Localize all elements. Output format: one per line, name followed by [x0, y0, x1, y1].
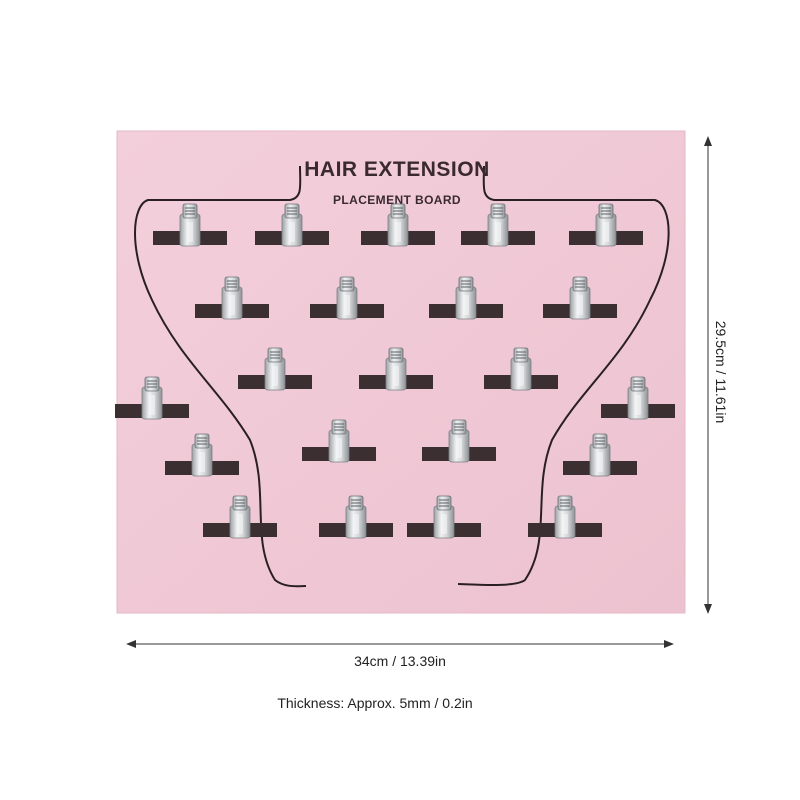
metal-clip-icon [328, 419, 350, 463]
metal-clip-icon [345, 495, 367, 539]
metal-clip-icon [387, 203, 409, 247]
height-dimension-label: 29.5cm / 11.61in [713, 320, 729, 424]
metal-clip-icon [385, 347, 407, 391]
metal-clip-icon [229, 495, 251, 539]
board-title: HAIR EXTENSION [304, 158, 490, 181]
metal-clip-icon [191, 433, 213, 477]
double-arrow-vertical-icon [704, 136, 712, 614]
metal-clip-icon [569, 276, 591, 320]
board-subtitle: PLACEMENT BOARD [333, 193, 461, 207]
metal-clip-icon [448, 419, 470, 463]
thickness-label: Thickness: Approx. 5mm / 0.2in [277, 695, 473, 711]
metal-clip-icon [589, 433, 611, 477]
metal-clip-icon [281, 203, 303, 247]
metal-clip-icon [595, 203, 617, 247]
metal-clip-icon [221, 276, 243, 320]
metal-clip-icon [627, 376, 649, 420]
metal-clip-icon [487, 203, 509, 247]
head-outline [457, 165, 670, 586]
head-outline [134, 165, 307, 588]
metal-clip-icon [179, 203, 201, 247]
metal-clip-icon [336, 276, 358, 320]
metal-clip-icon [433, 495, 455, 539]
metal-clip-icon [510, 347, 532, 391]
metal-clip-icon [264, 347, 286, 391]
width-dimension-label: 34cm / 13.39in [354, 653, 446, 669]
metal-clip-icon [141, 376, 163, 420]
strips-layer [115, 231, 675, 537]
metal-clip-icon [554, 495, 576, 539]
double-arrow-horizontal-icon [126, 640, 674, 648]
metal-clip-icon [455, 276, 477, 320]
